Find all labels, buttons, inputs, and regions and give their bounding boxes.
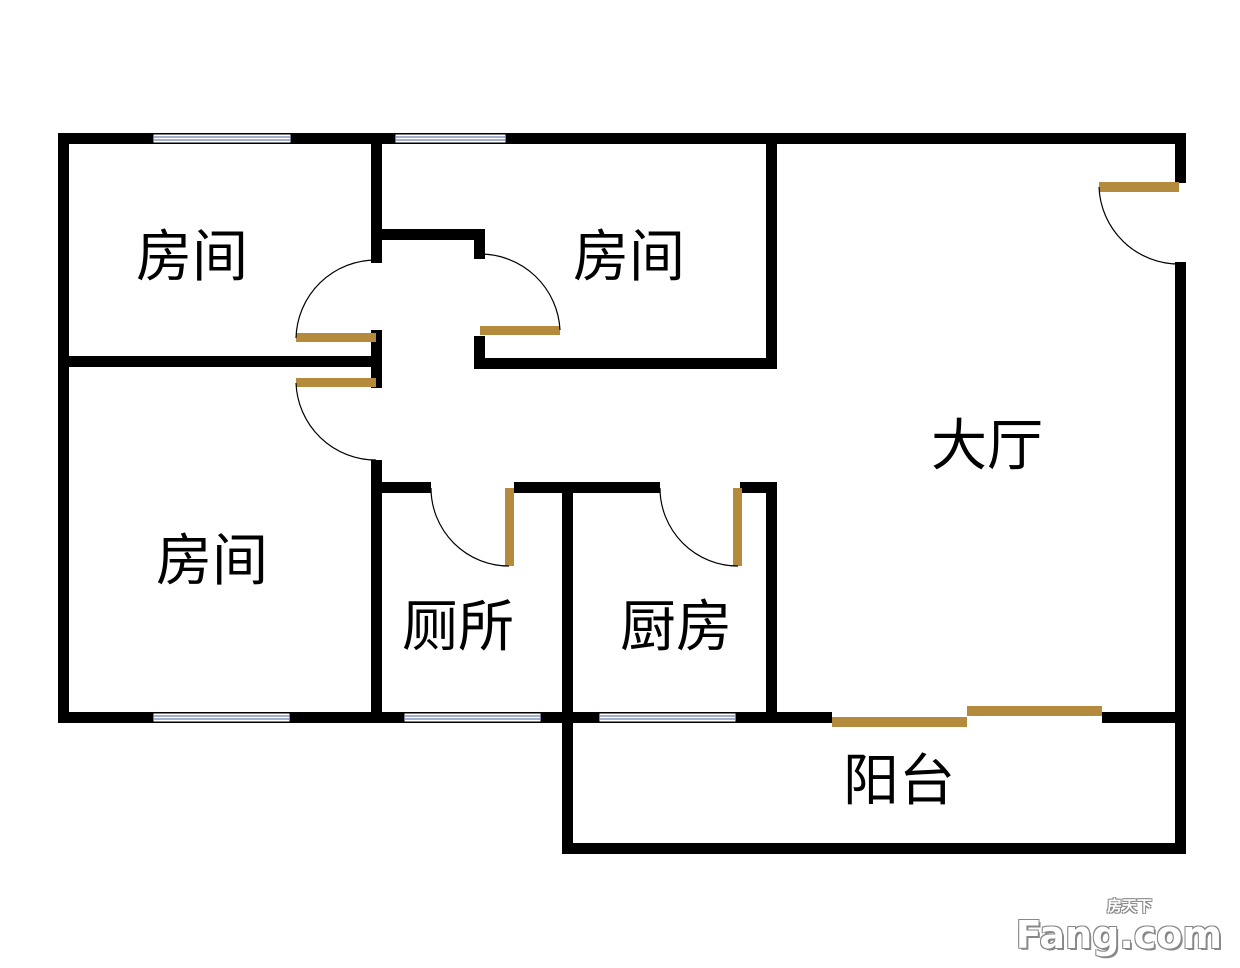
wall-notch-right: [474, 229, 485, 259]
wall-kitchen-right: [766, 482, 777, 723]
room-labels: 房间 房间 房间 大厅 厕所 厨房 阳台: [136, 225, 1043, 814]
door-entrance: [1099, 182, 1179, 192]
door-arc-tl: [295, 259, 377, 339]
wall-balcony-right: [1175, 712, 1186, 854]
label-bedroom-top-middle: 房间: [573, 225, 685, 290]
door-bl: [296, 378, 376, 387]
wall-top: [58, 133, 1186, 144]
wall-right-lower: [1175, 262, 1186, 722]
windows: [152, 133, 737, 723]
wall-tl-stub: [371, 330, 382, 388]
door-kitchen: [733, 488, 742, 566]
wall-toilet-top-a: [371, 482, 431, 493]
door-arc-entrance: [1098, 186, 1180, 265]
door-tl: [296, 333, 376, 342]
door-arc-kitchen: [659, 487, 739, 567]
door-arc-tm: [479, 253, 561, 331]
wall-right-upper: [1175, 133, 1186, 183]
wall-living-bottom-b: [1102, 712, 1186, 723]
wall-bl-right: [371, 460, 382, 723]
door-balcony-a: [832, 717, 967, 727]
label-living-room: 大厅: [931, 414, 1043, 479]
label-balcony: 阳台: [843, 749, 955, 814]
wall-toilet-kitchen: [562, 482, 573, 723]
wall-notch-top: [371, 229, 485, 240]
window-tm: [394, 133, 507, 144]
wall-tm-stub: [474, 336, 485, 369]
label-kitchen: 厨房: [620, 595, 732, 660]
wall-divider-tl-tm: [371, 133, 382, 263]
watermark-large-text: Fang.com: [1015, 913, 1222, 957]
wall-living-bottom-a: [766, 712, 832, 723]
doors: [295, 182, 1180, 727]
door-arc-bl: [295, 382, 377, 461]
window-kitchen: [598, 712, 737, 723]
window-toilet: [403, 712, 542, 723]
wall-toilet-top-b: [514, 482, 660, 493]
wall-tl-bottom: [58, 356, 382, 367]
door-toilet: [505, 488, 514, 566]
wall-balcony-left: [562, 712, 573, 854]
door-balcony-b: [967, 706, 1102, 716]
wall-tm-right: [766, 133, 777, 369]
label-bedroom-top-left: 房间: [136, 225, 248, 290]
wall-balcony-bottom: [562, 843, 1186, 854]
wall-kitchen-top-b: [740, 482, 777, 493]
watermark-logo: 房天下 Fang.com: [1016, 895, 1222, 954]
door-arc-toilet: [430, 487, 510, 567]
label-toilet: 厕所: [402, 595, 514, 660]
window-tl: [152, 133, 292, 144]
wall-left: [58, 133, 69, 723]
window-bl: [152, 712, 291, 723]
label-bedroom-bottom-left: 房间: [156, 529, 268, 594]
wall-tm-bottom: [474, 358, 777, 369]
door-tm: [480, 326, 560, 335]
watermark-small-text: 房天下: [1106, 897, 1152, 915]
